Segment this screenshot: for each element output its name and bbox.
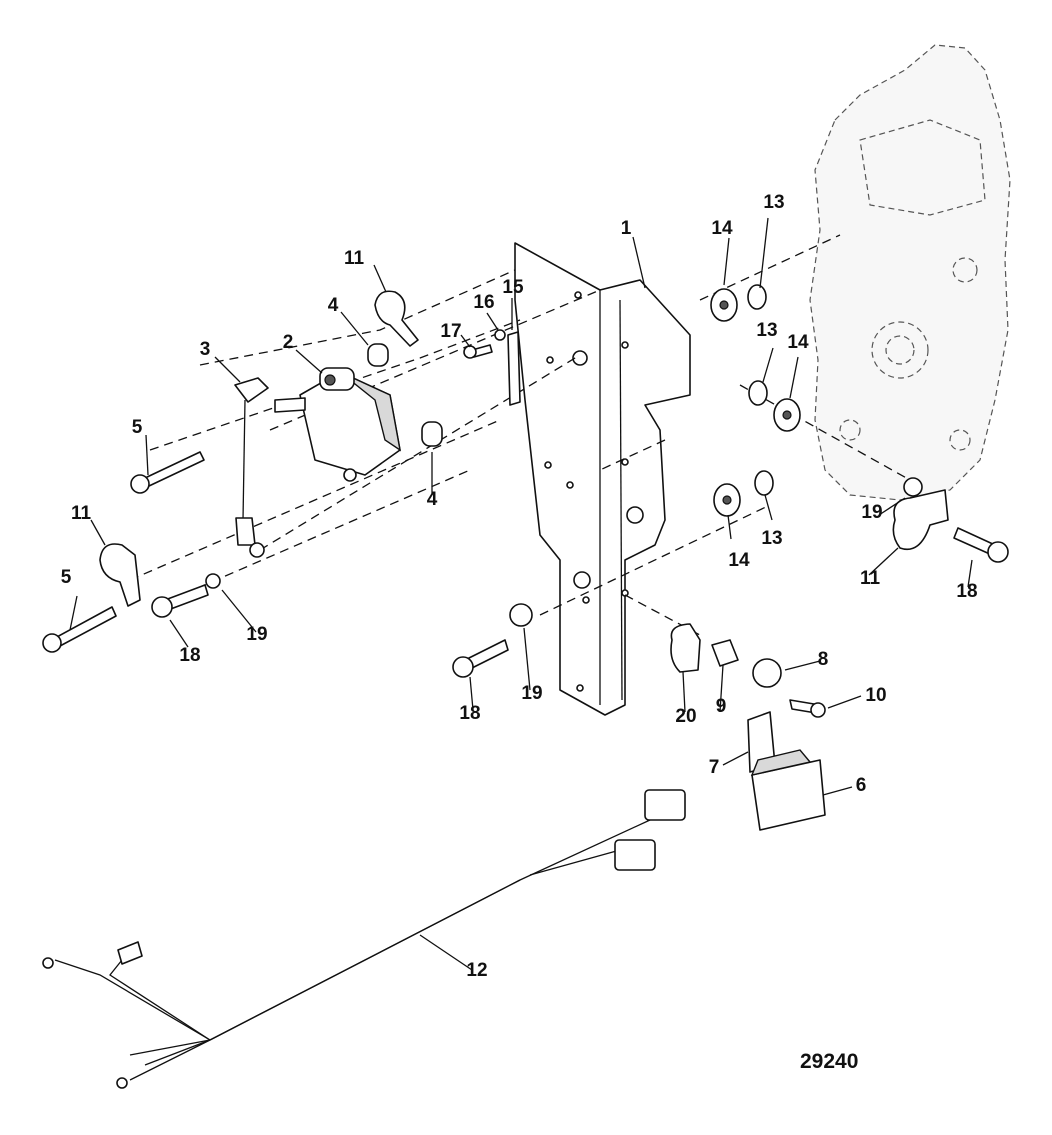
callout-11-left: 11	[71, 503, 92, 524]
callout-10: 10	[865, 685, 886, 706]
callout-12: 12	[466, 960, 487, 981]
wiring-harness	[42, 789, 686, 1089]
callout-19-middle: 19	[521, 683, 542, 704]
bolts-and-washers	[151, 477, 1009, 678]
callout-leaders	[69, 217, 973, 971]
callout-13-middle: 13	[756, 320, 777, 341]
grommets-and-bushings	[710, 284, 801, 517]
callout-11-right: 11	[860, 568, 881, 589]
clamp-left	[99, 543, 141, 607]
callout-15: 15	[502, 277, 524, 298]
screw-upper	[130, 451, 205, 494]
figure-number: 29240	[800, 1050, 858, 1073]
relay-and-hardware	[670, 623, 826, 831]
callout-5-lower: 5	[61, 567, 72, 588]
callout-14-lower: 14	[728, 550, 750, 571]
spacer-upper	[367, 343, 389, 367]
callout-9: 9	[716, 696, 727, 717]
callout-labels: 1 2 3 4 4 5 5 6 7 8 9 10 11 11 11 12 13 …	[61, 192, 978, 981]
callout-19-left: 19	[246, 624, 267, 645]
callout-16: 16	[473, 292, 494, 313]
mounting-bracket	[514, 242, 691, 716]
callout-14-middle: 14	[787, 332, 809, 353]
callout-20: 20	[675, 706, 696, 727]
callout-14-top: 14	[711, 218, 733, 239]
callout-18-left: 18	[179, 645, 200, 666]
callout-3: 3	[200, 339, 211, 360]
screw-lower	[42, 606, 117, 653]
callout-7: 7	[709, 757, 720, 778]
callout-18-middle: 18	[459, 703, 480, 724]
callout-6: 6	[856, 775, 867, 796]
callout-19-right: 19	[861, 502, 882, 523]
clamp-upper	[374, 290, 419, 347]
callout-1: 1	[621, 218, 632, 239]
link-rod	[234, 377, 269, 558]
spacer-lower	[421, 421, 443, 447]
callout-4-upper: 4	[328, 295, 339, 316]
callout-2: 2	[283, 332, 294, 353]
engine-block-outline	[809, 44, 1011, 501]
callout-11-upper: 11	[344, 248, 365, 269]
callout-18-right: 18	[956, 581, 977, 602]
callout-13-lower: 13	[761, 528, 782, 549]
sensor-module	[274, 367, 401, 482]
callout-8: 8	[818, 649, 829, 670]
callout-13-top: 13	[763, 192, 784, 213]
small-fasteners	[463, 329, 521, 406]
callout-4-lower: 4	[427, 489, 438, 510]
callout-17: 17	[440, 321, 461, 342]
assembly-lines	[129, 234, 911, 636]
callout-5-upper: 5	[132, 417, 143, 438]
